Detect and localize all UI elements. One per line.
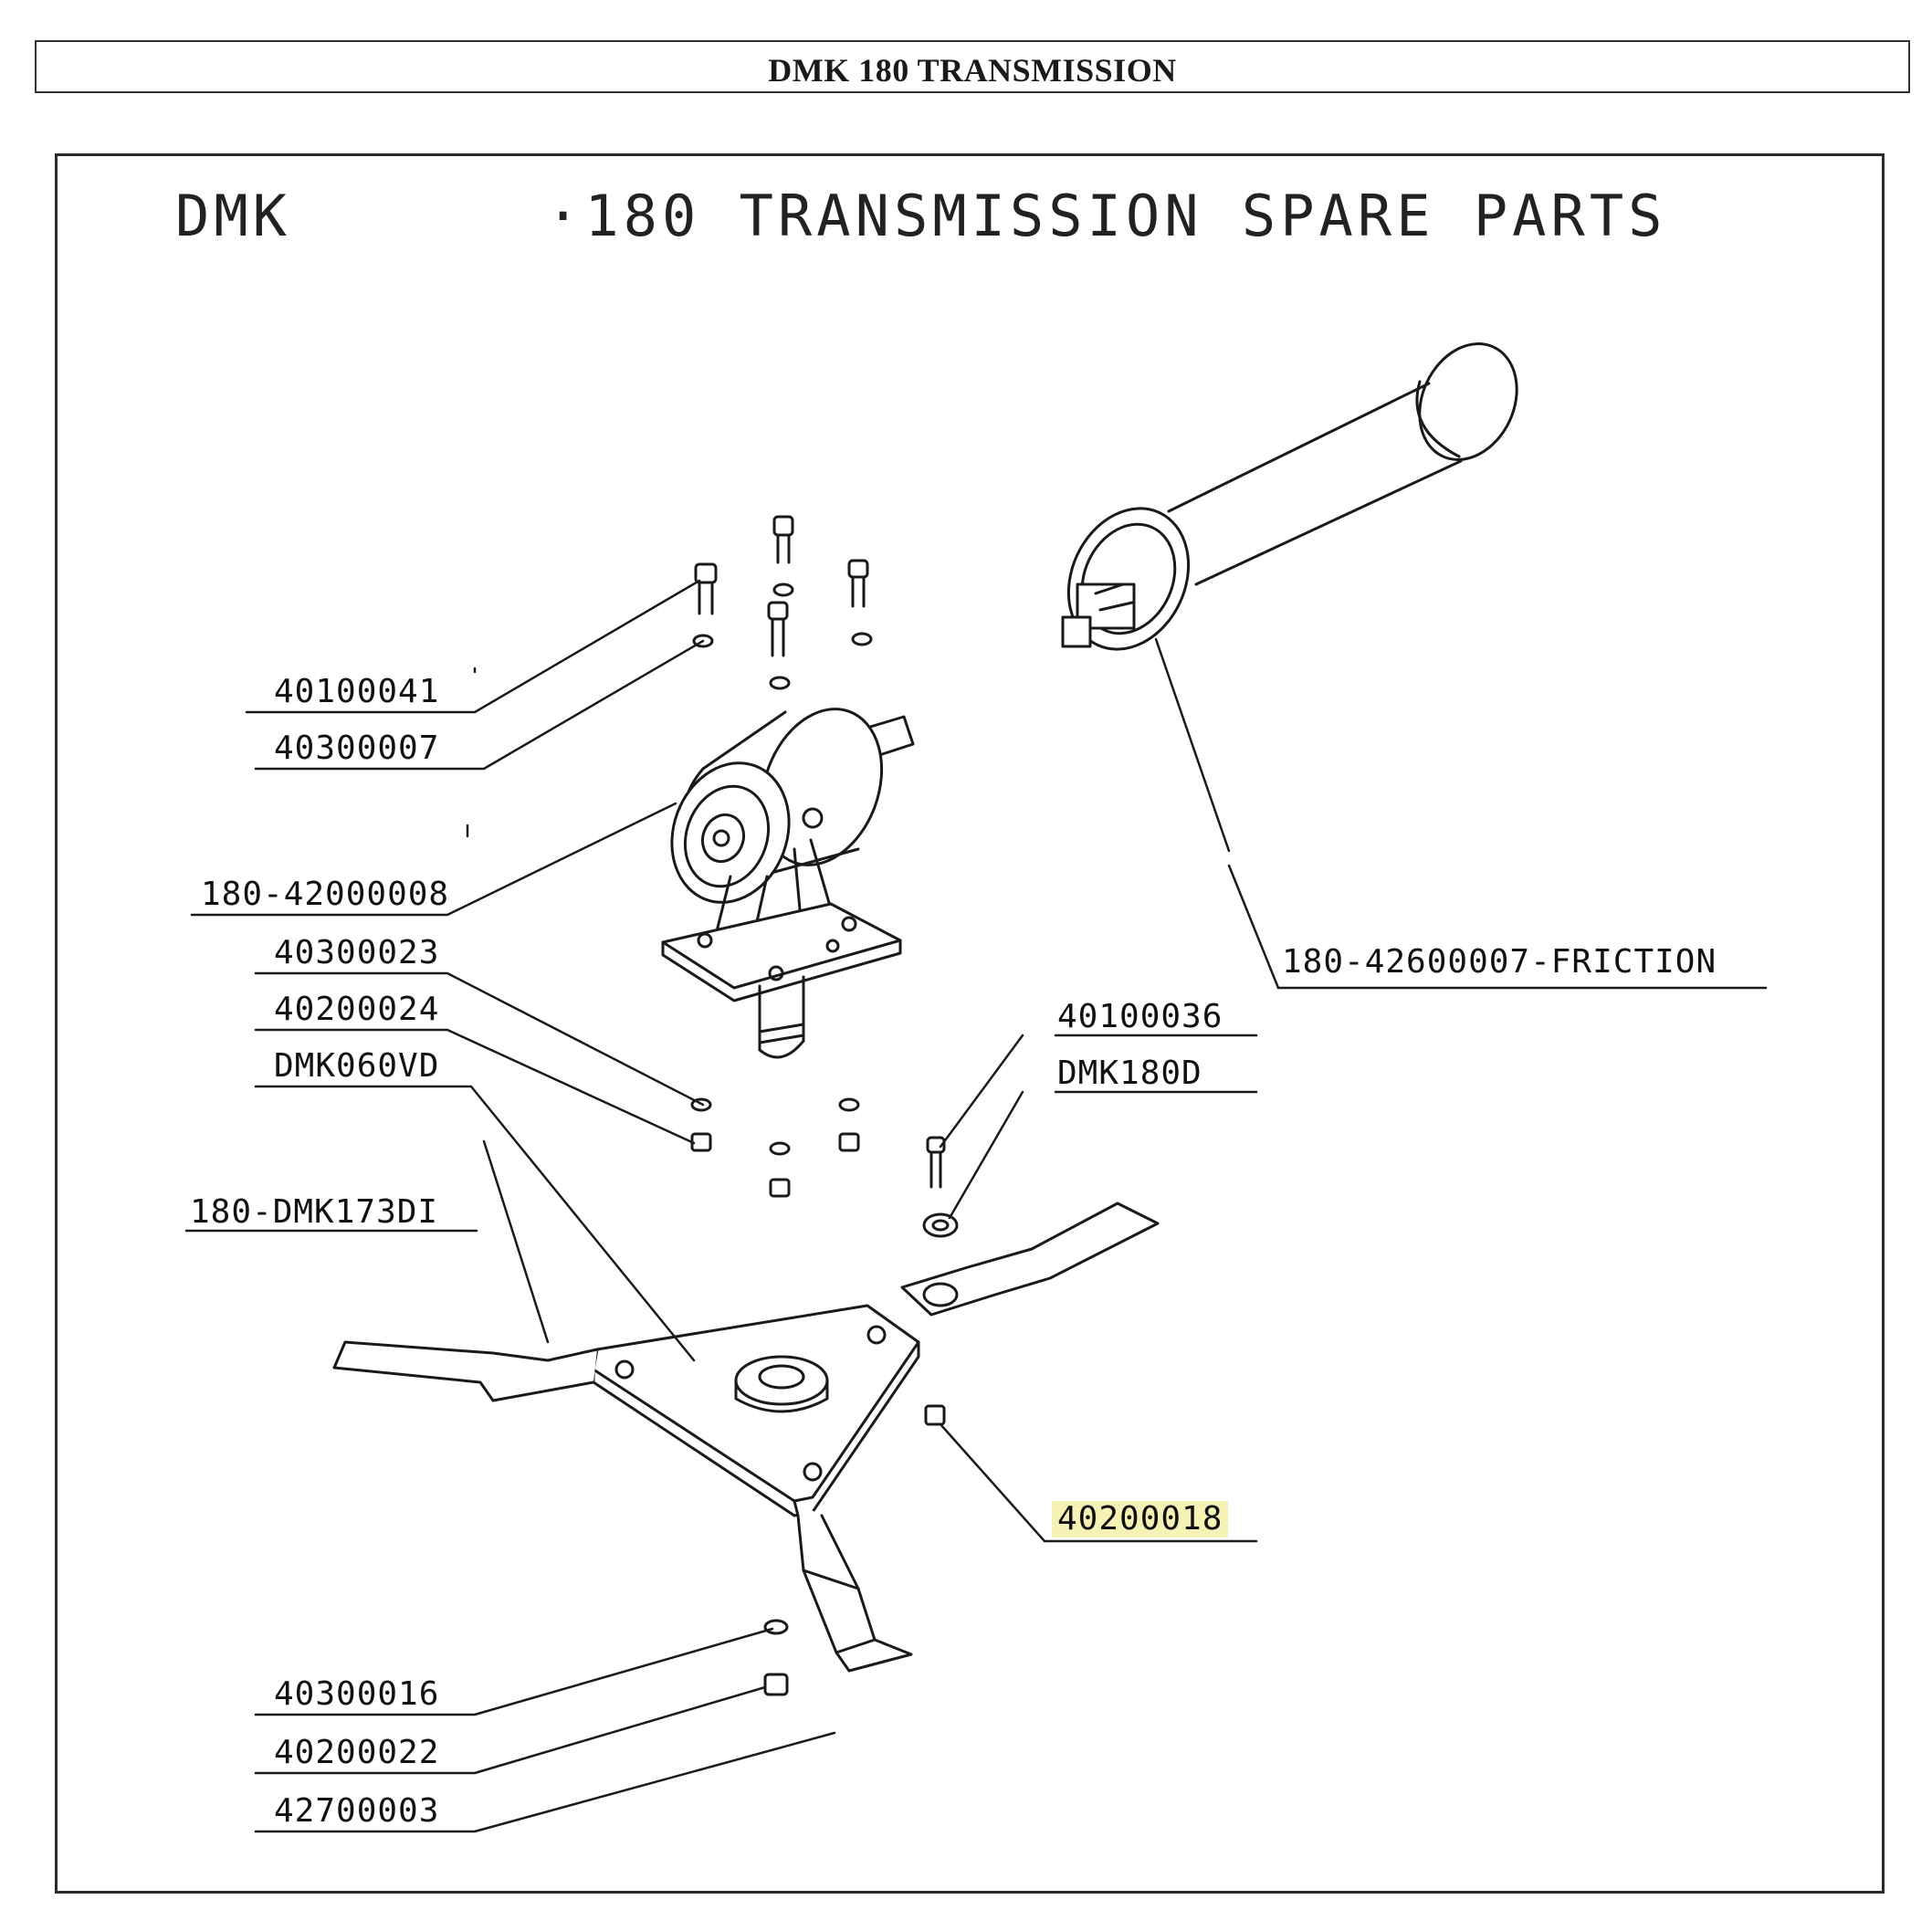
part-label-180-42600007-friction[interactable]: 180-42600007-FRICTION [1282, 943, 1717, 981]
knife-blade-right [900, 1202, 1160, 1317]
part-label-42700003[interactable]: 42700003 [274, 1792, 440, 1830]
gearbox [661, 708, 915, 1059]
header-box: DMK 180 TRANSMISSION [35, 40, 1910, 93]
part-label-40100041[interactable]: 40100041 [274, 673, 440, 710]
part-label-40200022[interactable]: 40200022 [274, 1734, 440, 1771]
leader-lines [184, 579, 1768, 1833]
part-label-40100036[interactable]: 40100036 [1057, 998, 1223, 1035]
top-bolts [692, 515, 873, 690]
part-label-DMK180D[interactable]: DMK180D [1057, 1055, 1202, 1092]
lower-nuts [690, 1097, 959, 1696]
part-label-DMK060VD[interactable]: DMK060VD [274, 1047, 440, 1085]
part-label-40300023[interactable]: 40300023 [274, 934, 440, 971]
part-label-180-DMK173DI[interactable]: 180-DMK173DI [190, 1193, 439, 1231]
drawing-title: ·180 TRANSMISSION SPARE PARTS [546, 183, 1667, 249]
friction-shaft [1061, 342, 1518, 651]
disc-plate [332, 1304, 920, 1673]
drawing-brand: DMK [175, 183, 291, 249]
diagram-frame [55, 153, 1885, 1894]
header-title: DMK 180 TRANSMISSION [768, 52, 1177, 89]
part-label-40300007[interactable]: 40300007 [274, 729, 440, 767]
part-label-40200018[interactable]: 40200018 [1052, 1501, 1229, 1537]
part-label-40200024[interactable]: 40200024 [274, 991, 440, 1028]
part-label-180-42000008[interactable]: 180-42000008 [201, 876, 450, 913]
part-label-40300016[interactable]: 40300016 [274, 1675, 440, 1713]
